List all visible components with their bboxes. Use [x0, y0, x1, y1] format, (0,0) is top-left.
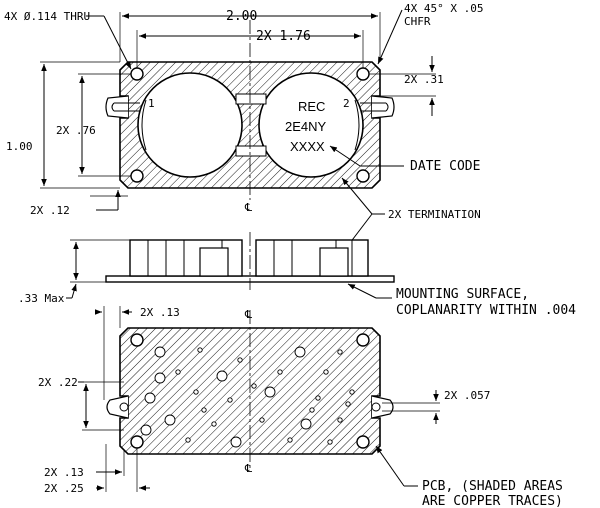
via-hole	[144, 392, 156, 404]
via-hole	[154, 372, 166, 384]
via-hole	[337, 349, 343, 355]
bottom-view-dimensions: 2X .13 2X .22 2X .057 2X .13 2X .25 PCB,…	[38, 306, 563, 508]
dim-max-height: .33 Max	[18, 292, 65, 305]
via-hole	[154, 346, 166, 358]
mounting-hole-tl	[130, 67, 144, 81]
side-view-dimensions: .33 Max MOUNTING SURFACE, COPLANARITY WI…	[18, 239, 576, 318]
mounting-hole-br	[356, 169, 370, 183]
note-termination: 2X TERMINATION	[388, 208, 481, 221]
bottom-slot-right	[371, 402, 381, 412]
note-chamfer-2: CHFR	[404, 15, 431, 28]
via-hole	[315, 395, 321, 401]
bottom-hole-bl	[130, 435, 144, 449]
note-holes: 4X Ø.114 THRU	[4, 10, 90, 23]
centerline-symbol-bottom-top: ℄	[244, 308, 252, 321]
marking-date: XXXX	[290, 139, 325, 154]
bottom-right-notch	[371, 395, 394, 419]
via-hole	[185, 437, 191, 443]
via-hole	[277, 369, 283, 375]
pin-2-label: 2	[343, 97, 350, 110]
bottom-hole-tr	[356, 333, 370, 347]
note-mounting-2: COPLANARITY WITHIN .004	[396, 303, 576, 318]
top-view: ℄ REC 2E4NY XXXX 1 2	[105, 20, 395, 214]
note-pcb-1: PCB, (SHADED AREAS	[422, 479, 563, 494]
via-hole	[300, 418, 312, 430]
capacitor-1	[137, 72, 243, 178]
note-pcb-2: ARE COPPER TRACES)	[422, 494, 563, 508]
via-hole	[349, 389, 355, 395]
via-hole	[230, 436, 242, 448]
bottom-left-notch	[106, 395, 129, 419]
side-view-right-can	[255, 239, 369, 277]
via-hole	[251, 383, 257, 389]
mounting-hole-tr	[356, 67, 370, 81]
via-hole	[323, 369, 329, 375]
marking-rec: REC	[298, 99, 325, 114]
right-termination-tab	[371, 95, 395, 119]
dim-hole-spacing: 2X 1.76	[256, 29, 311, 44]
via-hole	[259, 417, 265, 423]
via-hole	[164, 414, 176, 426]
via-hole	[287, 437, 293, 443]
centerline-symbol-bottom: ℄	[244, 462, 252, 475]
side-view-right-terminal	[319, 247, 349, 277]
bottom-view: ℄ ℄	[106, 308, 394, 475]
mounting-hole-bl	[130, 169, 144, 183]
note-mounting-1: MOUNTING SURFACE,	[396, 287, 529, 302]
via-hole	[345, 401, 351, 407]
note-chamfer-1: 4X 45° X .05	[404, 2, 483, 15]
bottom-slot-left	[119, 402, 129, 412]
via-array	[140, 346, 355, 448]
dim-left-large: 2X .25	[44, 482, 84, 495]
dim-inner-height: 2X .76	[56, 124, 96, 137]
dim-right-offset: 2X .31	[404, 73, 444, 86]
via-hole	[193, 389, 199, 395]
via-hole	[227, 397, 233, 403]
via-hole	[264, 386, 276, 398]
dim-bottom-edge: 2X .13	[140, 306, 180, 319]
via-hole	[327, 439, 333, 445]
top-view-dimensions: 2.00 2X 1.76 1.00 2X .76 2X .12 2X .31 4…	[4, 2, 483, 257]
via-hole	[175, 369, 181, 375]
dim-left-small: 2X .13	[44, 466, 84, 479]
via-hole	[197, 347, 203, 353]
dim-overall-length: 2.00	[226, 9, 257, 24]
via-hole	[211, 421, 217, 427]
via-hole	[294, 346, 306, 358]
marking-code: 2E4NY	[285, 119, 327, 134]
side-view	[105, 232, 395, 290]
bottom-hole-tl	[130, 333, 144, 347]
via-hole	[337, 417, 343, 423]
dim-left-offset: 2X .22	[38, 376, 78, 389]
dim-bottom-offset: 2X .12	[30, 204, 70, 217]
centerline-symbol-top: ℄	[244, 201, 252, 214]
bottom-hole-br	[356, 435, 370, 449]
dim-height: 1.00	[6, 140, 33, 153]
via-hole	[237, 357, 243, 363]
via-hole	[201, 407, 207, 413]
note-date-code: DATE CODE	[410, 159, 480, 174]
pin-1-label: 1	[148, 97, 155, 110]
side-view-left-terminal	[199, 247, 229, 277]
via-hole	[216, 370, 228, 382]
left-termination-tab	[105, 95, 129, 119]
via-hole	[309, 407, 315, 413]
via-hole	[140, 424, 152, 436]
dim-slot-width: 2X .057	[444, 389, 490, 402]
